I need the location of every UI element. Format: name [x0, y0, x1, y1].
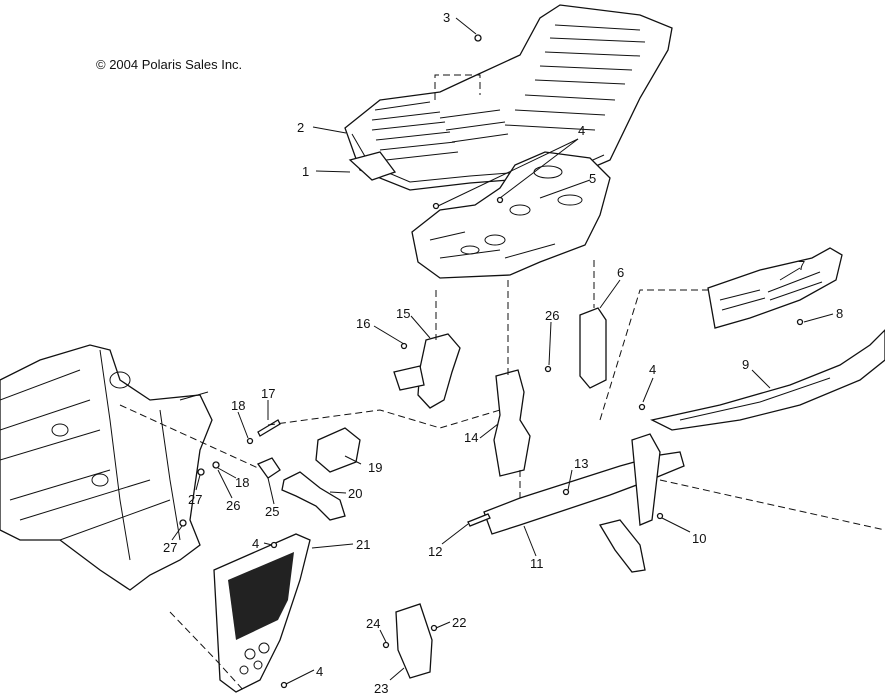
callout-4: 4 [252, 536, 259, 551]
callout-23: 23 [374, 681, 388, 696]
callout-18: 18 [231, 398, 245, 413]
callout-9: 9 [742, 357, 749, 372]
front-rack [344, 4, 673, 191]
callout-14: 14 [464, 430, 478, 445]
alignment-lines [119, 74, 885, 693]
callout-21: 21 [356, 537, 370, 552]
bumper-bar [650, 329, 885, 431]
callout-17: 17 [261, 386, 275, 401]
callout-20: 20 [348, 486, 362, 501]
spacer [257, 457, 281, 479]
callout-19: 19 [368, 460, 382, 475]
bracket [579, 307, 607, 389]
grille-guard [213, 533, 311, 693]
callout-11: 11 [530, 556, 544, 571]
callout-15: 15 [396, 306, 410, 321]
callout-25: 25 [265, 504, 279, 519]
callout-16: 16 [356, 316, 370, 331]
callout-24: 24 [366, 616, 380, 631]
rack-support-plate [411, 151, 611, 279]
leader-lines [171, 17, 834, 685]
bumper-arm [483, 433, 685, 573]
callout-4: 4 [578, 123, 585, 138]
callout-8: 8 [836, 306, 843, 321]
callout-26: 26 [226, 498, 240, 513]
callout-12: 12 [428, 544, 442, 559]
skid-plate [395, 603, 433, 679]
callout-10: 10 [692, 531, 706, 546]
callout-7: 7 [798, 258, 805, 273]
callout-6: 6 [617, 265, 624, 280]
callout-4: 4 [649, 362, 656, 377]
clamp-block [315, 427, 361, 473]
brace [281, 471, 346, 521]
callout-2: 2 [297, 120, 304, 135]
small-fasteners [179, 34, 804, 689]
callout-26: 26 [545, 308, 559, 323]
callout-13: 13 [574, 456, 588, 471]
copyright-notice: © 2004 Polaris Sales Inc. [96, 57, 243, 72]
support-post [493, 369, 531, 477]
vehicle-frame [0, 344, 213, 591]
mount-bracket [393, 333, 461, 409]
callout-27: 27 [188, 492, 202, 507]
callout-4: 4 [316, 664, 323, 679]
callout-5: 5 [589, 171, 596, 186]
callout-18: 18 [235, 475, 249, 490]
bumper-plate [707, 247, 843, 329]
callout-labels: 3 2 1 4 5 6 7 8 9 4 16 15 26 14 17 18 18… [163, 10, 843, 696]
callout-22: 22 [452, 615, 466, 630]
callout-1: 1 [302, 164, 309, 179]
callout-3: 3 [443, 10, 450, 25]
callout-27: 27 [163, 540, 177, 555]
